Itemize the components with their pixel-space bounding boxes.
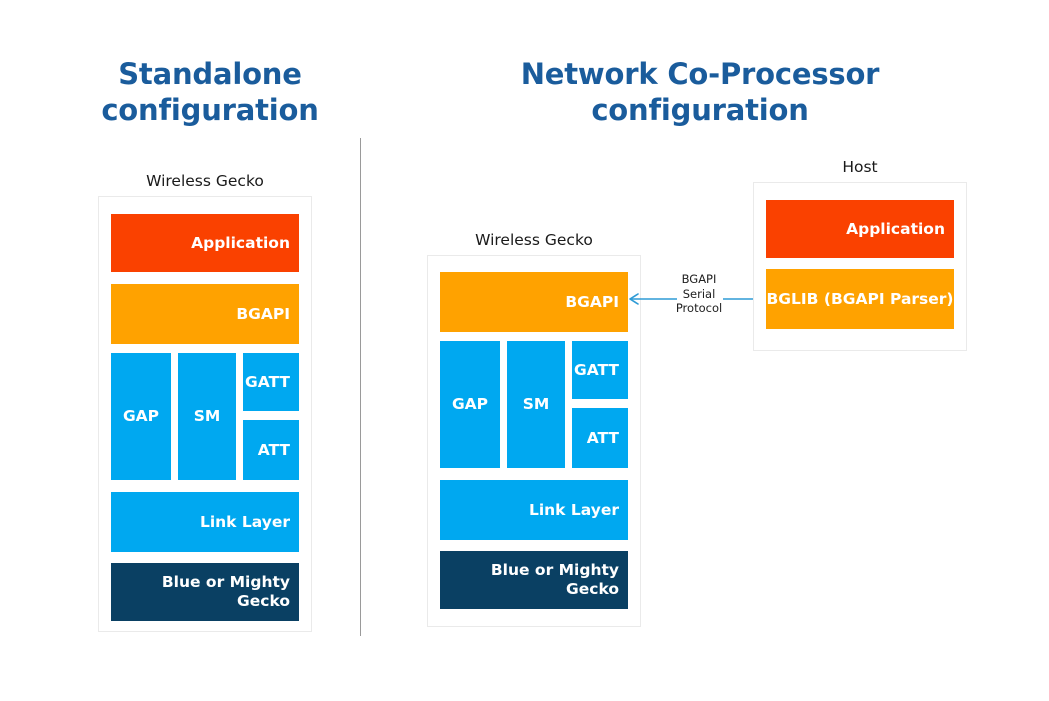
proto-label-line1: BGAPI: [681, 272, 717, 286]
proto-label-line3: Protocol: [675, 301, 723, 315]
panel-divider: [360, 138, 361, 636]
left-panel-title-line2: configuration: [101, 93, 319, 127]
left-panel-title-line1: Standalone: [118, 57, 302, 91]
mid-block-gecko-line2: Gecko: [566, 580, 619, 598]
mid-wireless-gecko-caption: Wireless Gecko: [475, 231, 593, 249]
bidirectional-arrow-icon: [629, 293, 771, 305]
left-block-gap: GAP: [111, 353, 171, 480]
left-panel-title: Standalone configuration: [65, 56, 355, 128]
mid-block-att: ATT: [572, 408, 628, 468]
left-block-gecko-line1: Blue or Mighty: [161, 573, 290, 591]
mid-block-gecko-line1: Blue or Mighty: [490, 561, 619, 579]
mid-block-bgapi: BGAPI: [440, 272, 628, 332]
mid-block-gap: GAP: [440, 341, 500, 468]
left-block-sm: SM: [178, 353, 236, 480]
left-wireless-gecko-caption: Wireless Gecko: [146, 172, 264, 190]
right-panel-title-line2: configuration: [591, 93, 809, 127]
left-block-att: ATT: [243, 420, 299, 480]
left-block-gatt: GATT: [243, 353, 299, 411]
right-panel-title-line1: Network Co-Processor: [520, 57, 880, 91]
left-block-gecko-line2: Gecko: [237, 592, 290, 610]
left-block-link-layer: Link Layer: [111, 492, 299, 552]
proto-label-line2: Serial: [682, 286, 716, 301]
host-block-application: Application: [766, 200, 954, 258]
bgapi-serial-protocol-label: BGAPI Serial Protocol: [646, 272, 752, 316]
mid-block-sm: SM: [507, 341, 565, 468]
mid-block-link-layer: Link Layer: [440, 480, 628, 540]
mid-block-gecko: Blue or Mighty Gecko: [440, 551, 628, 609]
mid-block-gatt: GATT: [572, 341, 628, 399]
host-caption: Host: [842, 158, 878, 176]
bgapi-serial-arrow: [627, 290, 773, 308]
host-block-bglib: BGLIB (BGAPI Parser): [766, 269, 954, 329]
right-panel-title: Network Co-Processor configuration: [445, 56, 955, 128]
left-block-bgapi: BGAPI: [111, 284, 299, 344]
left-block-application: Application: [111, 214, 299, 272]
left-block-gecko: Blue or Mighty Gecko: [111, 563, 299, 621]
